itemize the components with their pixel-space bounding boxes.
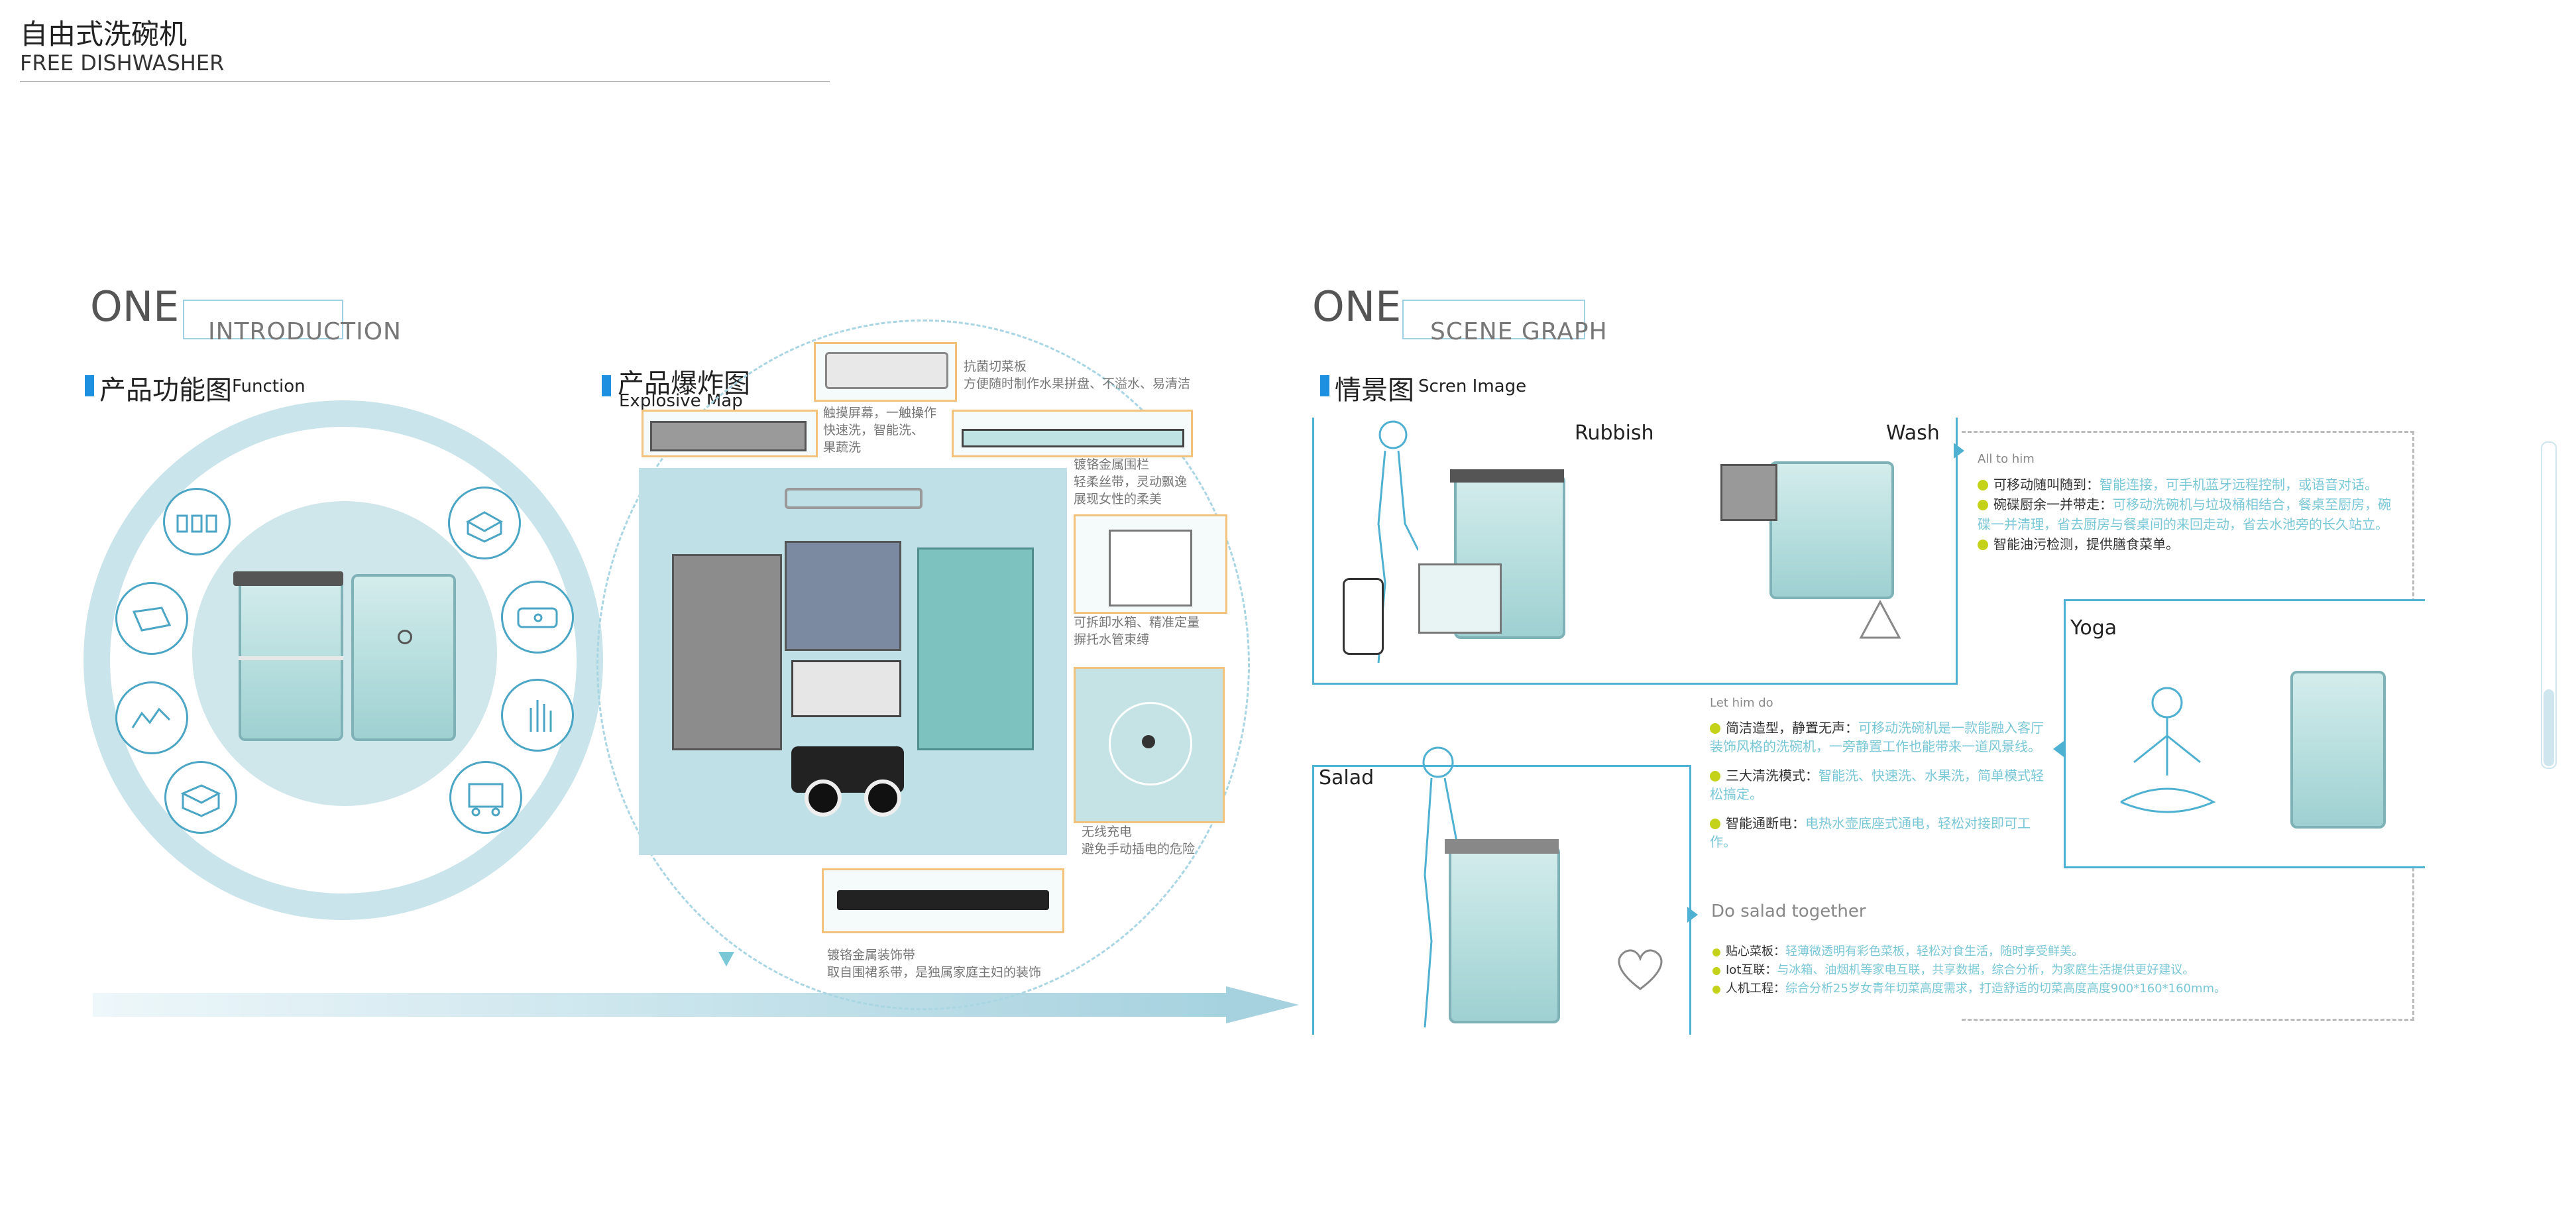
icon-tray	[115, 582, 188, 655]
icon-package	[164, 761, 237, 834]
salad-together-heading: Do salad together	[1711, 901, 1866, 921]
inset-touch-screen	[642, 410, 818, 457]
explode-dashed-circle	[596, 319, 1250, 1010]
bullet-icon	[1978, 540, 1988, 550]
heart-icon	[1610, 945, 1670, 992]
all-to-him-heading: All to him	[1978, 452, 2035, 466]
scene-title-en: Scren Image	[1418, 376, 1527, 396]
person-figure-yoga	[2107, 683, 2227, 829]
function-marker	[85, 375, 94, 396]
scrollbar-thumb[interactable]	[2544, 689, 2554, 766]
list-item: 碗碟厨余一并带走：可移动洗碗机与垃圾桶相结合，餐桌至厨房，碗碟一并清理，省去厨房…	[1978, 496, 2391, 532]
scene-one-label: ONE	[1312, 282, 1402, 331]
list-item: 人机工程：综合分析25岁女青年切菜高度需求，打造舒适的切菜高度高度900*160…	[1712, 980, 2415, 998]
bullet-icon	[1710, 723, 1720, 734]
bullet-icon	[1978, 500, 1988, 510]
page-title-cn: 自由式洗碗机	[20, 18, 188, 50]
bullet-icon	[1712, 986, 1720, 994]
phone-icon	[1343, 578, 1384, 655]
scene-label-yoga: Yoga	[2070, 616, 2117, 640]
explode-wheel-left	[805, 779, 842, 817]
page-title-en: FREE DISHWASHER	[20, 50, 225, 76]
list-item: 智能通断电：电热水壶底座式通电，轻松对接即可工作。	[1710, 815, 2031, 850]
scene-label-salad: Salad	[1319, 766, 1374, 789]
scene-marker	[1320, 375, 1329, 396]
scene-label-wash: Wash	[1886, 422, 1940, 445]
bullet-icon	[1712, 949, 1720, 956]
caption-water-tank: 可拆卸水箱、精准定量摒托水管束缚	[1074, 615, 1200, 647]
dashed-circle-arrow	[718, 952, 734, 966]
explode-rack	[791, 660, 901, 717]
icon-sink	[501, 581, 574, 654]
explode-marker	[602, 375, 611, 396]
dishwasher-drawer-divider	[239, 656, 343, 660]
inset-wireless-charge	[1074, 667, 1225, 823]
icon-box	[448, 487, 521, 559]
pointer-triangle-1	[1954, 443, 1964, 459]
inset-cutting-board	[814, 342, 957, 402]
function-title-cn: 产品功能图	[99, 375, 232, 406]
list-item: 简洁造型，静置无声：可移动洗碗机是一款能融入客厅装饰风格的洗碗机，一旁静置工作也…	[1710, 720, 2044, 754]
icon-chart	[115, 681, 188, 754]
caption-decor-band: 镀铬金属装饰带取自围裙系带，是独属家庭主妇的装饰	[827, 948, 1042, 980]
explode-drawer-left	[672, 554, 782, 750]
explode-main-render	[639, 468, 1067, 855]
pointer-triangle-2	[2053, 741, 2064, 757]
wash-open-lid	[1720, 464, 1777, 521]
pointer-triangle-3	[1687, 907, 1698, 923]
dishwasher-side-view	[351, 574, 456, 741]
intro-heading-box	[183, 300, 343, 339]
icon-hand	[501, 679, 574, 752]
recycle-icon	[1856, 598, 1905, 647]
explode-side-panel	[917, 548, 1034, 750]
explode-wheel-right	[864, 779, 901, 817]
caption-touch-screen: 触摸屏幕，一触操作快速洗，智能洗、果蔬洗	[823, 406, 937, 455]
bullet-icon	[1978, 480, 1988, 490]
caption-metal-rail: 镀铬金属围栏轻柔丝带，灵动飘逸展现女性的柔美	[1074, 457, 1188, 506]
list-item: 可移动随叫随到：智能连接，可手机蓝牙远程控制，或语音对话。	[1978, 475, 2402, 494]
inset-metal-rail	[952, 410, 1193, 457]
scene-title-cn: 情景图	[1335, 375, 1414, 406]
let-him-do-list: 简洁造型，静置无声：可移动洗碗机是一款能融入客厅装饰风格的洗碗机，一旁静置工作也…	[1710, 719, 2054, 851]
function-title-en: Function	[232, 376, 306, 396]
caption-cutting-board: 抗菌切菜板方便随时制作水果拼盘、不溢水、易清洁	[964, 359, 1191, 391]
caption-wireless-charge: 无线充电避免手动插电的危险	[1082, 825, 1196, 856]
icon-cart	[449, 761, 522, 834]
cutting-board-top	[1445, 839, 1559, 854]
dishwasher-wash-scene	[1769, 461, 1894, 599]
dishwasher-yoga-scene	[2290, 671, 2386, 829]
list-item: Iot互联：与冰箱、油烟机等家电互联，共享数据，综合分析，为家庭生活提供更好建议…	[1712, 961, 2415, 980]
side-view-dial	[398, 630, 412, 644]
bullet-icon	[1710, 771, 1720, 781]
all-to-him-list: 可移动随叫随到：智能连接，可手机蓝牙远程控制，或语音对话。 碗碟厨余一并带走：可…	[1978, 475, 2402, 554]
scene-heading-box	[1402, 300, 1585, 339]
let-him-do-heading: Let him do	[1710, 696, 1773, 710]
icon-cups	[163, 488, 231, 555]
dishwasher-top-panel	[233, 571, 343, 586]
flow-arrow-head	[1226, 986, 1299, 1023]
list-item: 三大清洗模式：智能洗、快速洗、水果洗，简单模式轻松搞定。	[1710, 768, 2044, 802]
bullet-icon	[1710, 819, 1720, 829]
list-item: 智能油污检测，提供膳食菜单。	[1978, 534, 2402, 554]
scene-section-label: SCENE GRAPH	[1430, 318, 1608, 345]
intro-section-label: INTRODUCTION	[208, 318, 402, 345]
scene-label-rubbish: Rubbish	[1575, 422, 1654, 445]
explode-drawer-mid	[785, 541, 901, 651]
scrollbar-track[interactable]	[2541, 441, 2557, 769]
inset-water-tank	[1074, 514, 1227, 614]
dishwasher-salad-scene	[1449, 846, 1560, 1023]
salad-together-list: 贴心菜板：轻薄微透明有彩色菜板，轻松对食生活，随时享受鲜美。 Iot互联：与冰箱…	[1712, 943, 2415, 998]
intro-one-label: ONE	[90, 282, 180, 331]
inset-decor-band	[822, 868, 1064, 933]
flow-arrow	[93, 993, 1226, 1017]
dishwasher-rubbish-top	[1450, 469, 1564, 483]
header-divider	[20, 81, 830, 82]
bullet-icon	[1712, 967, 1720, 975]
list-item: 贴心菜板：轻薄微透明有彩色菜板，轻松对食生活，随时享受鲜美。	[1712, 943, 2415, 961]
trash-drawer	[1418, 563, 1502, 634]
explode-top-rail	[785, 488, 923, 509]
